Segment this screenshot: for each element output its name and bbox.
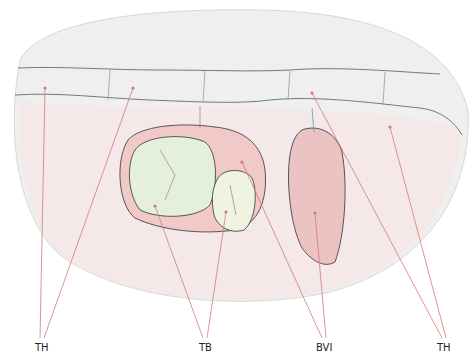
band-line: [15, 94, 462, 135]
pink-lesion: [289, 128, 346, 264]
internal-line: [160, 106, 236, 215]
part-label: BVI: [316, 343, 332, 353]
band-divider: [108, 70, 385, 105]
green-lesion: [212, 171, 255, 232]
internal-line: [312, 108, 314, 132]
part-label: TB: [199, 343, 212, 353]
part-label: TH: [437, 343, 451, 353]
leader-dots: [43, 86, 391, 214]
outer-region: [14, 10, 468, 302]
part-label: TH: [35, 343, 49, 353]
pink-lesion: [120, 125, 266, 232]
lower-region: [19, 100, 462, 300]
leader-lines: [40, 88, 446, 338]
band-line: [18, 67, 440, 74]
green-lesion: [129, 137, 215, 217]
